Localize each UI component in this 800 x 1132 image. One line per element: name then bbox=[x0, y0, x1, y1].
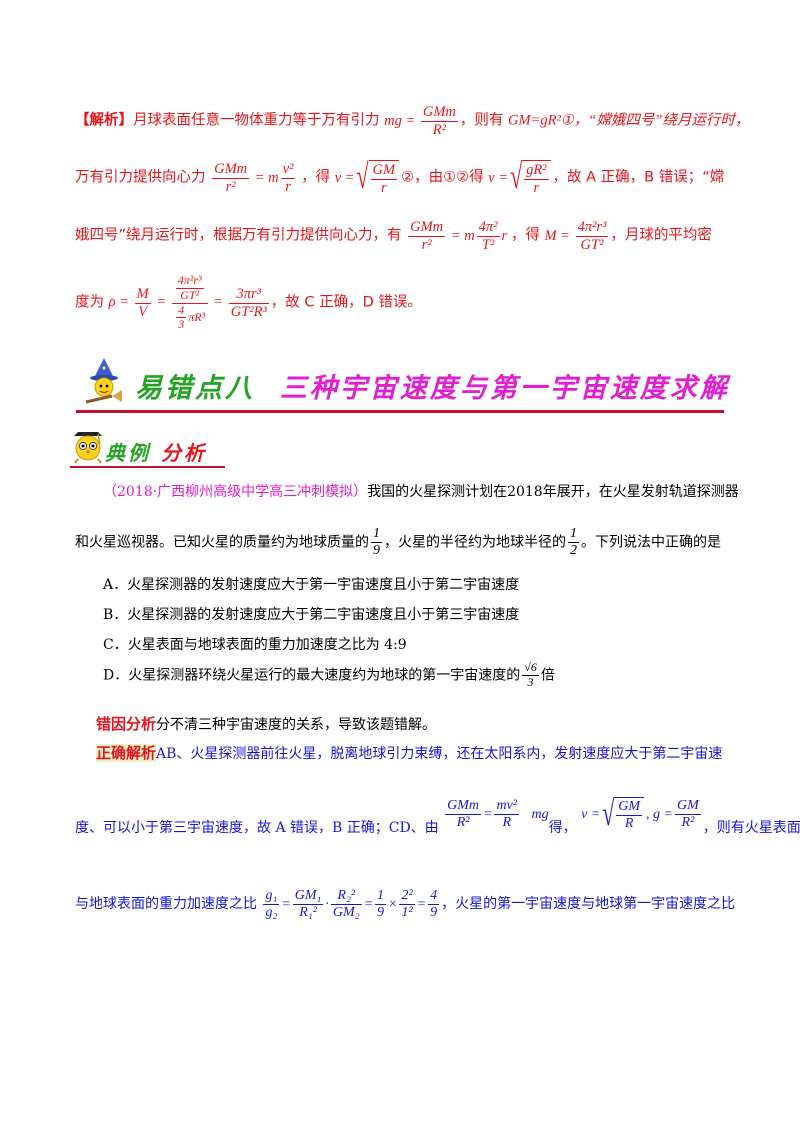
formula-v-sqrt: v =GMr bbox=[335, 160, 401, 196]
correct-line-1: 正确解析AB、火星探测器前往火星，脱离地球引力束缚，还在太阳系内，发射速度应大于… bbox=[96, 744, 723, 762]
option-c[interactable]: C．火星表面与地球表面的重力加速度之比为 4:9 bbox=[103, 637, 407, 653]
wizard-icon bbox=[82, 356, 126, 406]
sub-heading-rule bbox=[70, 466, 225, 468]
option-a[interactable]: A．火星探测器的发射速度应大于第一宇宙速度且小于第二宇宙速度 bbox=[103, 577, 520, 593]
section-title-text: 三种宇宙速度与第一宇宙速度求解 bbox=[279, 373, 730, 404]
section-heading-rule bbox=[76, 358, 724, 413]
section-title: 易错点八 三种宇宙速度与第一宇宙速度求解 bbox=[135, 366, 730, 405]
error-cause: 错因分析分不清三种宇宙速度的关系，导致该题错解。 bbox=[96, 715, 437, 733]
sub-heading: 典例 分析 bbox=[105, 441, 207, 465]
analysis-tag: 【解析】 bbox=[75, 112, 133, 129]
option-b[interactable]: B．火星探测器的发射速度应大于第二宇宙速度且小于第三宇宙速度 bbox=[103, 607, 520, 623]
owl-icon bbox=[72, 426, 104, 464]
problem-line-1: （2018·广西柳州高级中学高三冲刺模拟）我国的火星探测计划在2018年展开，在… bbox=[103, 484, 739, 500]
section-prefix: 易错点八 bbox=[135, 373, 255, 404]
problem-source: （2018·广西柳州高级中学高三冲刺模拟） bbox=[103, 484, 368, 500]
error-cause-label: 错因分析 bbox=[96, 715, 157, 733]
correct-label: 正确解析 bbox=[96, 744, 157, 762]
